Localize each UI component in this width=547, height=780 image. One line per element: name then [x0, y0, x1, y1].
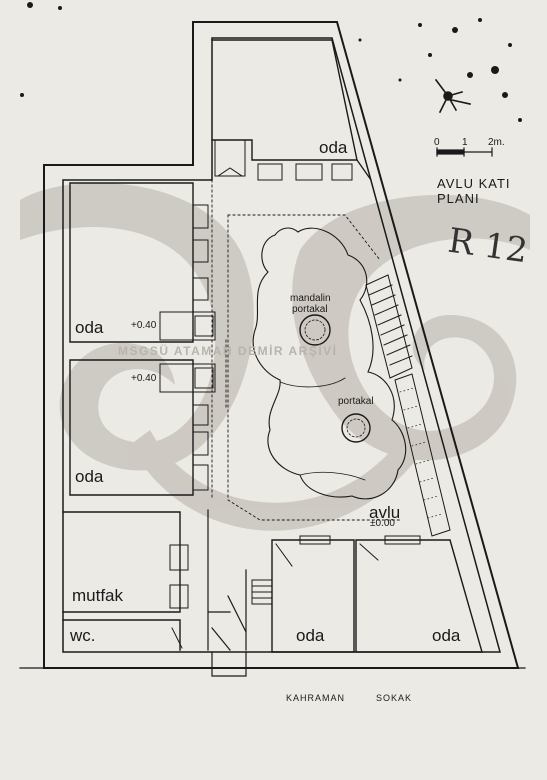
street-entry: [211, 651, 247, 677]
left-upper-room: [69, 182, 194, 343]
mandalin-tree-inner: [304, 319, 326, 341]
mutfak-windows: [169, 544, 189, 609]
right-tower-wall: [356, 159, 372, 181]
room-label-wc: wc.: [70, 626, 96, 645]
entrance-corridor: [207, 509, 247, 651]
watermark-bottom-arc: [130, 430, 420, 531]
scale-label-0: 0: [434, 137, 440, 148]
scale-bar: [436, 147, 493, 157]
room-label-bottom-right: oda: [432, 626, 461, 645]
portakal-tree-circle: [341, 413, 371, 443]
room-label-top: oda: [319, 138, 348, 157]
room-label-left-upper: oda: [75, 318, 104, 337]
mandalin-tree-circle: [299, 314, 331, 346]
bottom-right-door: [359, 543, 379, 561]
courtyard-boundary: [211, 179, 401, 521]
bottom-right-room: [355, 539, 483, 653]
plan-title-line2: PLANI: [437, 191, 480, 206]
watermark-right-loop: [292, 194, 530, 461]
bottom-room-windows: [299, 535, 421, 545]
courtyard-label: avlu: [369, 503, 401, 522]
left-lower-door: [159, 363, 216, 393]
top-room-entry: [214, 139, 246, 177]
room-label-mutfak: mutfak: [72, 586, 124, 605]
archive-watermark-logo: [20, 182, 530, 531]
scale-label-2: 2m.: [488, 137, 505, 148]
level-label-upper: +0.40: [131, 320, 157, 331]
plan-title: AVLU KATI PLANI: [437, 176, 511, 206]
scale-label-1: 1: [462, 137, 468, 148]
planting-strip: [394, 373, 451, 537]
left-upper-windows: [192, 204, 209, 301]
wc-door: [171, 627, 183, 649]
left-upper-door: [159, 311, 216, 341]
paper-speckles: [20, 2, 522, 122]
plan-title-line1: AVLU KATI: [437, 176, 511, 191]
level-label-lower: +0.40: [131, 373, 157, 384]
bottom-mid-room: [271, 539, 355, 653]
tree-label-portakal: portakal: [338, 396, 374, 407]
street-label-kahraman: KAHRAMAN: [286, 693, 346, 703]
tree-canopy: [252, 227, 407, 500]
portakal-tree-inner: [346, 418, 366, 438]
tree-canopy-inner: [279, 377, 366, 481]
left-lower-room: [69, 359, 194, 496]
bottom-mid-door: [275, 543, 293, 567]
mutfak-room: [62, 511, 181, 613]
tree-label-mandalin-portakal: portakal: [292, 304, 328, 315]
room-label-left-lower: oda: [75, 467, 104, 486]
level-label-avlu: ±0.00: [370, 518, 395, 529]
top-room-windows: [257, 163, 353, 181]
wc-room: [62, 619, 181, 651]
room-label-bottom-mid: oda: [296, 626, 325, 645]
tree-label-mandalin: mandalin: [290, 293, 331, 304]
north-arrow-icon: [434, 78, 471, 114]
entrance-steps: [251, 579, 273, 605]
left-lower-windows: [192, 404, 209, 491]
watermark-left-loop: [20, 182, 254, 471]
street-label-sokak: SOKAK: [376, 693, 413, 703]
watermark-text: MSGSÜ ATAMAN DEMİR ARŞİVİ: [118, 344, 338, 358]
courtyard-stairs: [365, 274, 413, 379]
